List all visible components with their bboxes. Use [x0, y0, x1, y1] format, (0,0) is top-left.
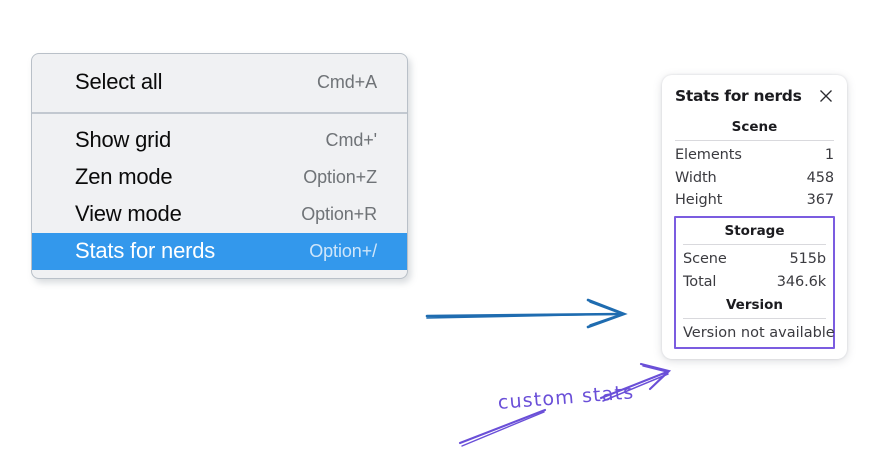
scene-heading: Scene [731, 119, 778, 135]
stat-key: Total [683, 273, 717, 290]
stat-key: Height [675, 192, 723, 209]
table-row: Width 458 [675, 167, 834, 190]
menu-item-zen-mode[interactable]: Zen mode Option+Z [32, 159, 407, 196]
menu-section-view: Show grid Cmd+' Zen mode Option+Z View m… [32, 114, 407, 278]
menu-item-label: Show grid [75, 127, 172, 152]
menu-item-shortcut: Option+/ [309, 240, 377, 261]
menu-item-shortcut: Option+R [301, 203, 377, 224]
close-icon[interactable] [817, 87, 835, 105]
stats-for-nerds-panel: Stats for nerds Scene Elements 1 Width 4… [662, 75, 847, 360]
table-row: Total 346.6k [683, 271, 826, 294]
stat-key: Width [675, 169, 717, 186]
context-menu[interactable]: Select all Cmd+A Show grid Cmd+' Zen mod… [31, 53, 408, 279]
menu-item-shortcut: Cmd+A [316, 71, 377, 92]
stat-value: 515b [789, 251, 827, 268]
panel-title: Stats for nerds [675, 87, 802, 105]
table-row: Height 367 [675, 189, 834, 212]
stat-value: 458 [806, 169, 834, 186]
table-row: Scene 515b [683, 248, 826, 271]
menu-item-shortcut: Option+Z [303, 166, 377, 187]
menu-item-select-all[interactable]: Select all Cmd+A [32, 64, 407, 101]
stat-value: 1 [824, 147, 834, 163]
menu-item-show-grid[interactable]: Show grid Cmd+' [32, 122, 407, 159]
menu-divider [32, 112, 407, 114]
menu-item-stats-for-nerds[interactable]: Stats for nerds Option+/ [32, 233, 407, 270]
menu-item-label: Stats for nerds [75, 238, 216, 263]
stat-value: 367 [806, 192, 834, 209]
panel-header: Stats for nerds [662, 87, 847, 105]
stat-key: Scene [683, 251, 727, 268]
stat-key: Elements [675, 147, 742, 163]
version-heading: Version [725, 297, 784, 314]
menu-section-top: Select all Cmd+A [32, 54, 407, 112]
purple-arrow [599, 362, 672, 402]
scene-rule [675, 140, 834, 141]
storage-heading: Storage [724, 223, 785, 240]
stat-value: 346.6k [776, 273, 826, 290]
purple-underline-stroke [458, 408, 547, 447]
menu-item-label: Select all [75, 69, 163, 94]
panel-body: Scene Elements 1 Width 458 Height 367 St… [662, 117, 847, 350]
version-value: Version not available [683, 325, 835, 342]
menu-item-label: Zen mode [75, 164, 173, 189]
storage-rule [683, 244, 826, 246]
custom-stats-highlight-box: Storage Scene 515b Total 346.6k Version … [674, 216, 835, 350]
version-rule [683, 318, 826, 320]
table-row: Elements 1 [675, 144, 834, 167]
custom-stats-annotation: custom stats [497, 381, 636, 414]
menu-item-view-mode[interactable]: View mode Option+R [32, 196, 407, 233]
menu-item-shortcut: Cmd+' [325, 129, 378, 150]
menu-item-label: View mode [75, 201, 182, 226]
blue-arrow [425, 298, 628, 329]
